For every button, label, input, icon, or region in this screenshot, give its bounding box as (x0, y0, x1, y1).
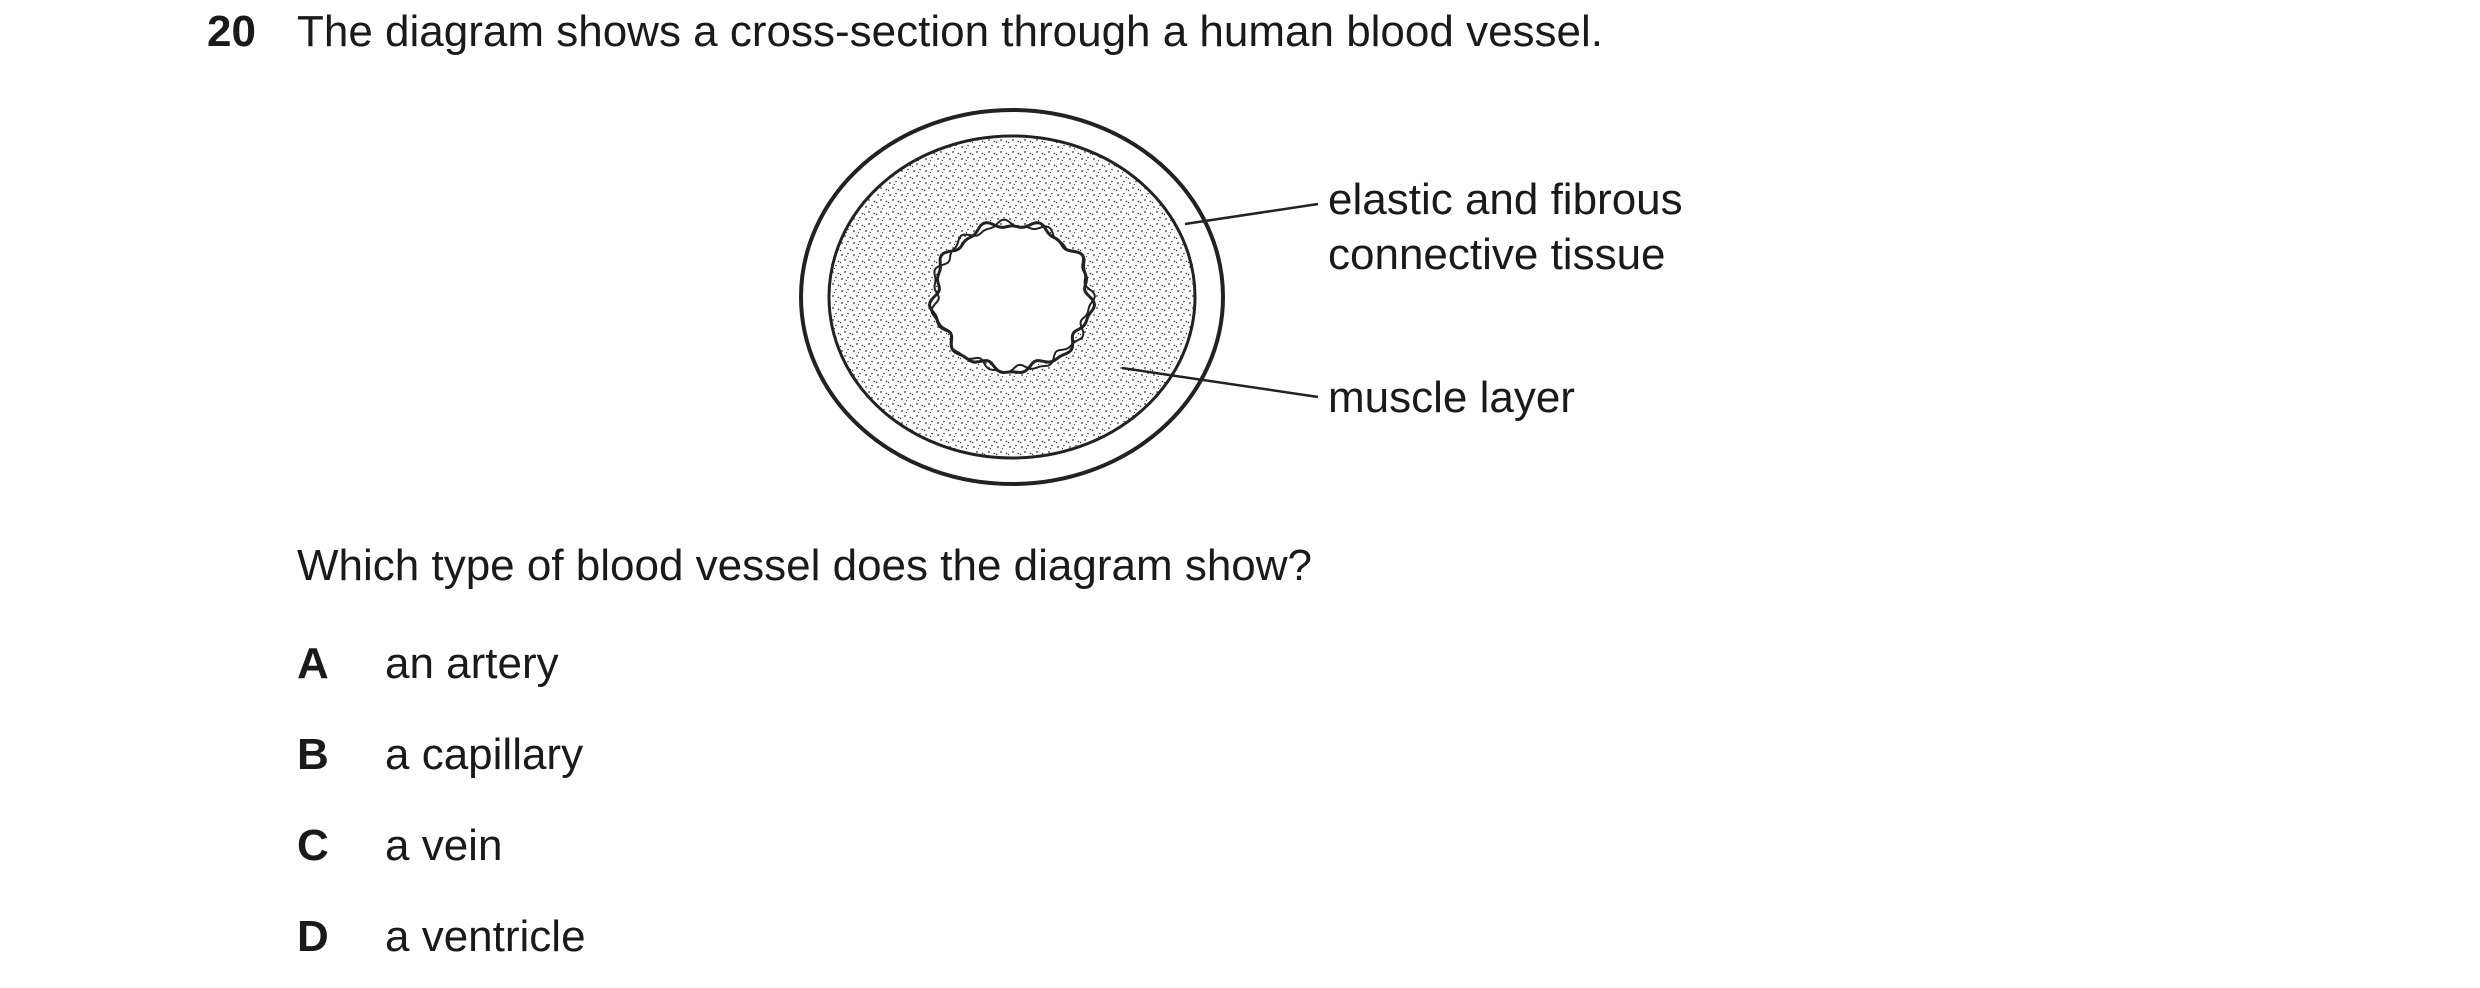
label-connective-tissue-line2: connective tissue (1328, 230, 1666, 279)
option-c-text: a vein (385, 821, 503, 870)
option-a-letter: A (297, 639, 329, 688)
leader-line-muscle (1121, 366, 1319, 399)
question-prompt: Which type of blood vessel does the diag… (297, 541, 1313, 590)
vessel-cross-section (799, 108, 1319, 486)
question-number: 20 (207, 7, 256, 56)
label-connective-tissue-line1: elastic and fibrous (1328, 175, 1683, 224)
option-c-letter: C (297, 821, 329, 870)
leader-line-outer (1184, 202, 1319, 226)
lumen-lining-inner (930, 218, 1096, 374)
option-b-text: a capillary (385, 730, 584, 779)
label-muscle-layer: muscle layer (1328, 373, 1575, 422)
question-stem: The diagram shows a cross-section throug… (297, 7, 1604, 56)
option-a-text: an artery (385, 639, 559, 688)
blood-vessel-diagram: elastic and fibrous connective tissue mu… (780, 96, 1760, 516)
option-d-text: a ventricle (385, 912, 586, 961)
option-d-letter: D (297, 912, 329, 961)
option-b-letter: B (297, 730, 329, 779)
label-connective-tissue: elastic and fibrous connective tissue (1328, 172, 1683, 282)
